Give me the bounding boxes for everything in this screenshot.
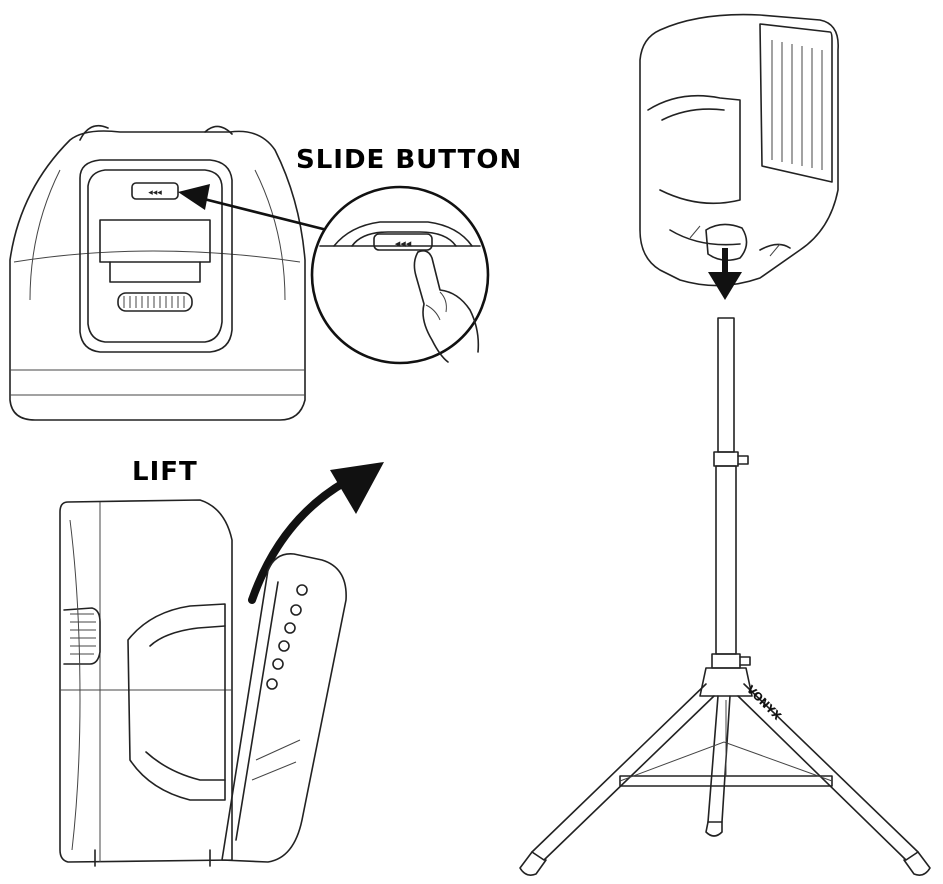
pointer-arrow-icon — [178, 184, 336, 234]
svg-text:◂◂◂: ◂◂◂ — [395, 237, 412, 250]
speaker-side-view-icon — [59, 499, 347, 867]
speaker-on-stand-icon — [639, 13, 839, 287]
lift-arrow-icon — [248, 462, 384, 604]
slide-button-label: SLIDE BUTTON — [296, 145, 522, 175]
down-arrow-icon — [708, 248, 742, 300]
hand-icon — [413, 250, 480, 363]
brand-logo: VONYX — [744, 683, 784, 723]
speaker-top-view-icon: ◂◂◂ — [9, 124, 306, 421]
magnifier-circle-icon: ◂◂◂ — [310, 185, 490, 365]
lift-label: LIFT — [132, 457, 198, 487]
svg-text:◂◂◂: ◂◂◂ — [148, 188, 162, 198]
tripod-stand-icon — [519, 317, 931, 876]
